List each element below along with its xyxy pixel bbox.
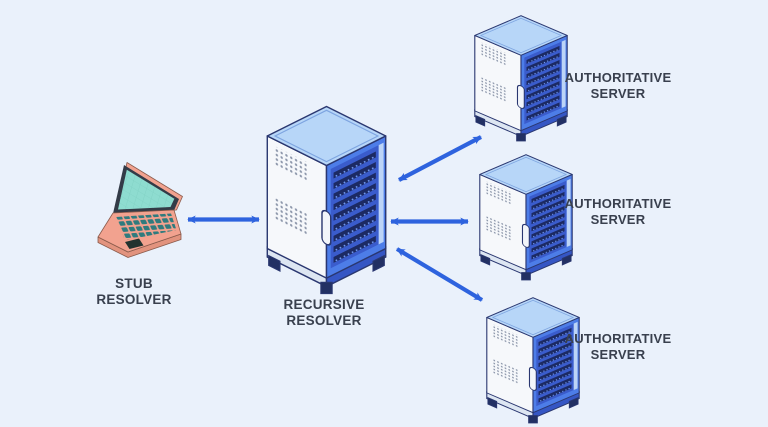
node-stub-resolver (88, 153, 198, 263)
authoritative-server-3-label: AUTHORITATIVE SERVER (564, 331, 672, 362)
server-rack-icon (256, 98, 397, 295)
laptop-icon (88, 153, 198, 258)
arrow-recursive-to-authoritative-3 (395, 247, 484, 302)
stub-resolver-label: STUB RESOLVER (96, 276, 172, 308)
authoritative-server-1-label: AUTHORITATIVE SERVER (564, 70, 672, 101)
node-recursive-resolver (256, 98, 397, 300)
recursive-resolver-label: RECURSIVE RESOLVER (283, 297, 365, 329)
authoritative-server-2-label: AUTHORITATIVE SERVER (564, 196, 672, 227)
